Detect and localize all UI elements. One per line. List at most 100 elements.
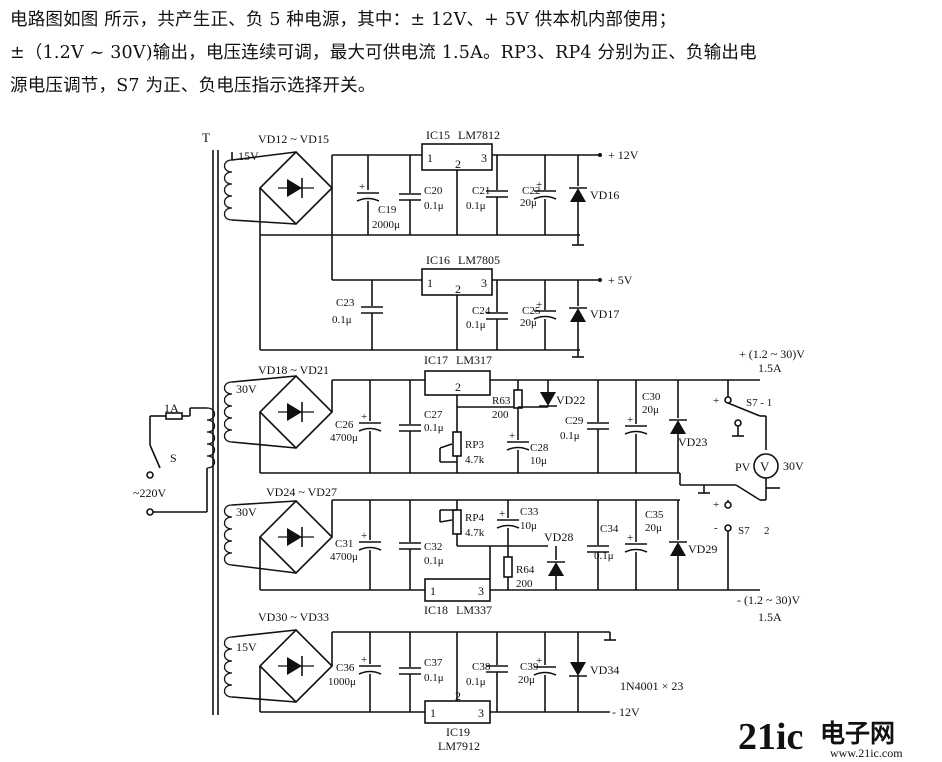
bridge-vd12-vd15-label: VD12 ~ VD15 bbox=[258, 132, 329, 146]
watermark-url: www.21ic.com bbox=[830, 746, 903, 759]
zener-vd34 bbox=[568, 661, 588, 677]
section-plus12v: 15V VD12 ~ VD15 1 2 3 IC15 LM7812 + 12V … bbox=[231, 128, 639, 246]
svg-text:2: 2 bbox=[455, 689, 461, 703]
bridge-vd18-vd21 bbox=[259, 375, 333, 449]
resistor-r63 bbox=[513, 389, 523, 409]
svg-text:C37: C37 bbox=[424, 657, 443, 669]
svg-text:4.7k: 4.7k bbox=[465, 527, 485, 539]
bridge-vd18-vd21-label: VD18 ~ VD21 bbox=[258, 363, 329, 377]
svg-text:VD22: VD22 bbox=[556, 393, 585, 407]
section-negative-adjustable: 30V VD24 ~ VD27 1 3 IC18 LM337 - (1.2 ~ … bbox=[231, 484, 800, 624]
svg-text:C32: C32 bbox=[424, 541, 442, 553]
ic15 bbox=[421, 143, 493, 171]
svg-text:2: 2 bbox=[455, 282, 461, 296]
mains-switch bbox=[149, 444, 161, 469]
mains-voltage: ~220V bbox=[133, 486, 166, 500]
svg-text:C28: C28 bbox=[530, 442, 549, 454]
svg-text:1: 1 bbox=[427, 151, 433, 165]
ic18-model: LM337 bbox=[456, 603, 492, 617]
svg-text:VD34: VD34 bbox=[590, 663, 619, 677]
bridge-vd24-vd27-label: VD24 ~ VD27 bbox=[266, 485, 337, 499]
winding-15v-b: 15V bbox=[236, 640, 257, 654]
ic16-model: LM7805 bbox=[458, 253, 500, 267]
output-minus12v: - 12V bbox=[612, 705, 640, 719]
output-positive-adjustable: + (1.2 ~ 30)V bbox=[739, 347, 805, 361]
watermark-logo: 21ic 电子网 www.21ic.com bbox=[738, 715, 938, 759]
resistor-r64 bbox=[503, 556, 513, 578]
svg-text:4.7k: 4.7k bbox=[465, 454, 485, 466]
ic17 bbox=[424, 370, 491, 396]
output-negative-adjustable: - (1.2 ~ 30)V bbox=[737, 593, 800, 607]
ic17-label: IC17 bbox=[424, 353, 448, 367]
ic19-model: LM7912 bbox=[438, 739, 480, 753]
svg-text:0.1μ: 0.1μ bbox=[424, 200, 444, 212]
svg-text:10μ: 10μ bbox=[530, 455, 547, 467]
svg-text:1: 1 bbox=[430, 706, 436, 720]
svg-text:20μ: 20μ bbox=[520, 197, 537, 209]
svg-text:20μ: 20μ bbox=[520, 317, 537, 329]
svg-text:20μ: 20μ bbox=[645, 522, 662, 534]
paragraph-line-2: ±（1.2V ~ 30V)输出，电压连续可调，最大可供电流 1.5A。RP3、R… bbox=[10, 43, 757, 63]
section-minus12v: 15V VD30 ~ VD33 1 2 3 IC19 LM7912 - 12V … bbox=[231, 610, 683, 753]
svg-text:C33: C33 bbox=[520, 506, 539, 518]
svg-text:2: 2 bbox=[764, 525, 770, 537]
svg-text:R64: R64 bbox=[516, 564, 535, 576]
ic19-label: IC19 bbox=[446, 725, 470, 739]
svg-text:1: 1 bbox=[430, 584, 436, 598]
svg-text:0.1μ: 0.1μ bbox=[332, 314, 352, 326]
svg-text:0.1μ: 0.1μ bbox=[560, 430, 580, 442]
mains-switch-label: S bbox=[170, 451, 177, 465]
svg-text:10μ: 10μ bbox=[520, 520, 537, 532]
svg-text:200: 200 bbox=[492, 409, 509, 421]
svg-text:C20: C20 bbox=[424, 185, 443, 197]
svg-text:C34: C34 bbox=[600, 523, 619, 535]
svg-text:3: 3 bbox=[478, 706, 484, 720]
svg-text:R63: R63 bbox=[492, 395, 511, 407]
svg-text:0.1μ: 0.1μ bbox=[466, 676, 486, 688]
ic17-model: LM317 bbox=[456, 353, 492, 367]
svg-text:C22: C22 bbox=[522, 185, 540, 197]
ic16 bbox=[421, 268, 493, 296]
transformer: T bbox=[202, 130, 233, 715]
svg-text:C25: C25 bbox=[522, 305, 541, 317]
diode-type-note: 1N4001 × 23 bbox=[620, 679, 683, 693]
potentiometer-rp3 bbox=[452, 431, 462, 457]
watermark-brand: 21ic bbox=[738, 716, 803, 758]
svg-text:C36: C36 bbox=[336, 662, 355, 674]
ic18-label: IC18 bbox=[424, 603, 448, 617]
svg-text:0.1μ: 0.1μ bbox=[466, 319, 486, 331]
output-plus5v: + 5V bbox=[608, 273, 633, 287]
svg-text:V: V bbox=[760, 459, 770, 474]
svg-text:2000μ: 2000μ bbox=[372, 219, 400, 231]
output-negative-current: 1.5A bbox=[758, 610, 782, 624]
svg-text:1: 1 bbox=[427, 276, 433, 290]
ic15-label: IC15 bbox=[426, 128, 450, 142]
mains-input: 1A S ~220V bbox=[133, 401, 208, 516]
svg-text:C38: C38 bbox=[472, 661, 491, 673]
svg-text:2: 2 bbox=[455, 157, 461, 171]
paragraph-line-1: 电路图如图 所示，共产生正、负 5 种电源，其中：± 12V、+ 5V 供本机内… bbox=[10, 10, 677, 30]
svg-text:C24: C24 bbox=[472, 305, 491, 317]
diode-vd28 bbox=[546, 561, 566, 577]
output-plus12v: + 12V bbox=[608, 148, 639, 162]
switch-s7-2: S7 bbox=[738, 525, 750, 537]
svg-text:0.1μ: 0.1μ bbox=[424, 422, 444, 434]
svg-text:1000μ: 1000μ bbox=[328, 676, 356, 688]
svg-text:3: 3 bbox=[481, 151, 487, 165]
svg-text:3: 3 bbox=[478, 584, 484, 598]
paragraph-line-3: 源电压调节，S7 为正、负电压指示选择开关。 bbox=[10, 76, 376, 96]
svg-text:VD17: VD17 bbox=[590, 307, 619, 321]
svg-text:20μ: 20μ bbox=[518, 674, 535, 686]
diode-vd23 bbox=[668, 419, 688, 435]
svg-text:C39: C39 bbox=[520, 661, 539, 673]
voltmeter-pv: V PV 30V bbox=[735, 453, 804, 489]
svg-text:200: 200 bbox=[516, 578, 533, 590]
svg-text:C23: C23 bbox=[336, 297, 355, 309]
watermark-cn: 电子网 bbox=[820, 720, 895, 748]
winding-30v-a: 30V bbox=[236, 382, 257, 396]
bridge-vd12-vd15 bbox=[259, 151, 333, 225]
svg-text:3: 3 bbox=[481, 276, 487, 290]
svg-text:VD29: VD29 bbox=[688, 542, 717, 556]
svg-text:+: + bbox=[713, 395, 719, 407]
